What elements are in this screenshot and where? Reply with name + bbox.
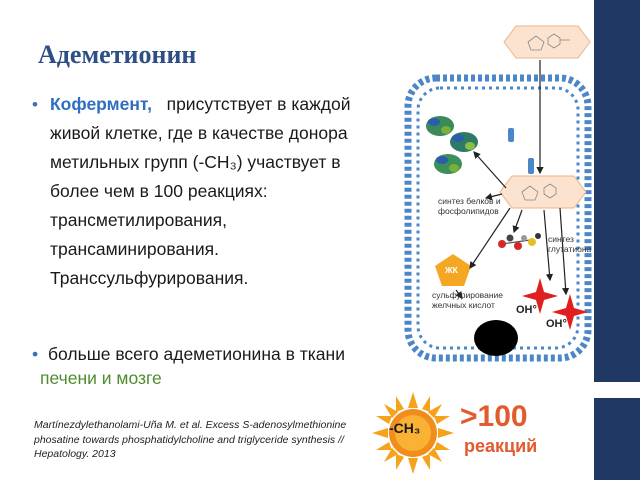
citation: Martínezdylethanolami-Uña M. et al. Exce… [34, 419, 347, 460]
bullet-coenzyme: • Кофермент, присутствует в каждой живой… [28, 90, 398, 293]
cell-membrane-inner [416, 86, 580, 350]
label-oh-radical: OH° [546, 318, 567, 330]
bullet-line-green: печени и мозге [40, 368, 162, 388]
pathway-arrows [455, 60, 570, 299]
free-radical-star [522, 278, 558, 314]
sun-icon [372, 392, 454, 474]
free-radical-star [552, 294, 588, 330]
slide-title: Адеметионин [38, 40, 197, 69]
bullet-list: • Кофермент, присутствует в каждой живой… [28, 90, 398, 293]
molecule-structure-icon [527, 33, 570, 51]
glutathione-molecule-icon [498, 233, 541, 250]
sidebar-decoration [594, 0, 640, 480]
bullet-text: присутствует в каждой [152, 94, 351, 114]
fatty-acid-pentagon [435, 254, 471, 286]
reactions-label: реакций [464, 436, 538, 456]
protein-icon [426, 116, 478, 174]
bullet-line: трансметилирования, [50, 210, 227, 230]
label-zhk: ЖК [445, 265, 458, 275]
label-protein-synthesis: синтез белков и фосфолипидов [438, 196, 501, 216]
molecule-structure-icon [521, 183, 557, 201]
bullet-dot: • [32, 344, 39, 364]
cell-diagram [404, 25, 592, 362]
bullet-line: Транссульфурирования. [50, 268, 249, 288]
label-glutathione: синтез глутатиона [548, 234, 592, 254]
label-sulfuration: сульфурирование желчных кислот [432, 290, 504, 310]
bullet-line: Кофермент, присутствует в каждой [50, 90, 398, 119]
label-oh-radical: OH° [516, 304, 537, 316]
bullet-line: более чем в 100 реакциях: [50, 181, 268, 201]
bullet-liver-brain: • больше всего адеметионина в ткани пече… [28, 342, 388, 390]
sam-molecule-top [503, 25, 591, 59]
keyword-coenzyme: Кофермент, [50, 94, 153, 114]
sam-molecule-middle [499, 175, 587, 209]
bullet-line: живой клетке, где в качестве донора [50, 123, 348, 143]
bullet-line: метильных групп (-CH₃) участвует в [50, 152, 341, 172]
bullet-line: трансаминирования. [50, 239, 219, 259]
bullet-dot: • [32, 95, 38, 114]
sun-label: -CH₃ [389, 420, 421, 436]
bullet-line: больше всего адеметионина в ткани [48, 344, 345, 364]
reactions-count: >100 [460, 400, 528, 433]
black-circle [474, 320, 518, 356]
sidebar-notch [594, 382, 640, 398]
